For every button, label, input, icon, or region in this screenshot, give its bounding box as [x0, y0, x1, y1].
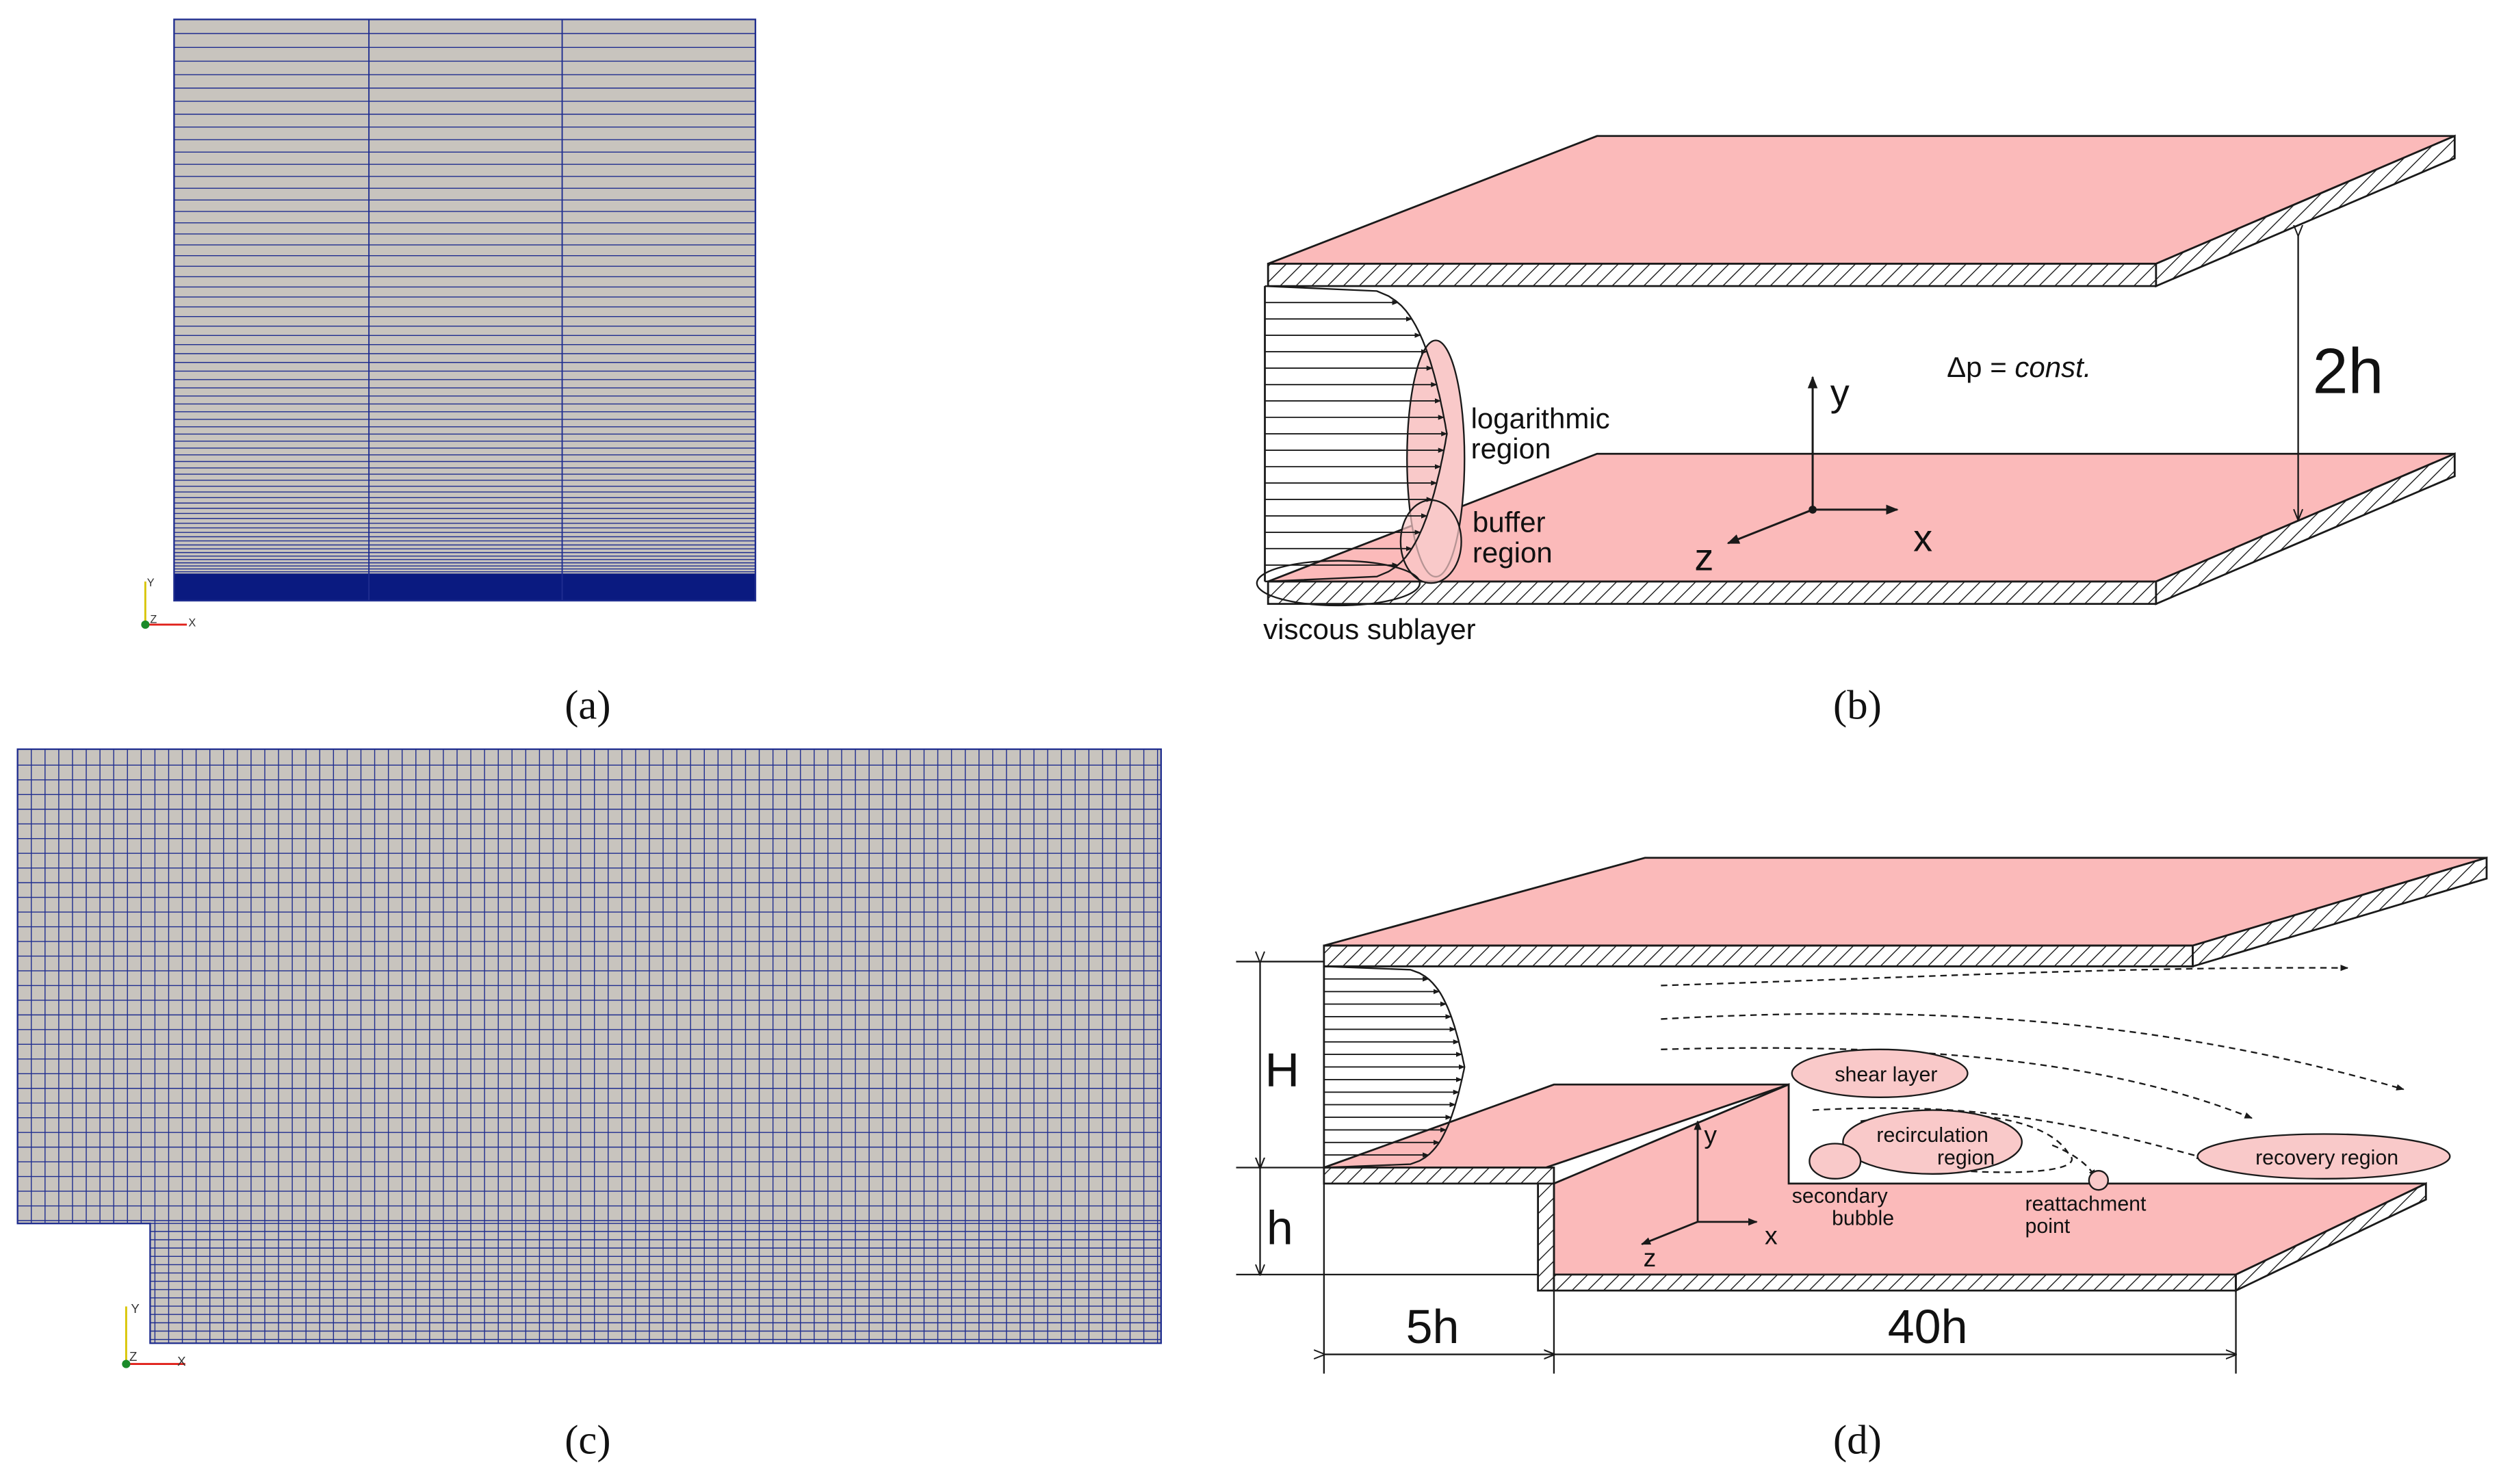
panel-c-mesh [16, 748, 1162, 1344]
shear-layer-ellipse [1791, 1048, 1969, 1098]
recirculation-region-ellipse [1842, 1109, 2023, 1175]
top-wall-front [1267, 263, 2157, 287]
top-plate [1267, 135, 2455, 265]
z-axis-label: z [1694, 536, 1713, 579]
panel-b-diagram: logarithmic region buffer region viscous… [1256, 134, 2456, 645]
y-axis-label: y [1704, 1120, 1717, 1149]
axes-d: y x z [1641, 1120, 1778, 1272]
logarithmic-label-2: region [1471, 432, 1551, 465]
pressure-label: Δp = const. [1947, 351, 2091, 383]
z-axis-arrow [1726, 508, 1813, 545]
viscous-sublayer-label: viscous sublayer [1263, 613, 1475, 645]
H-label: H [1265, 1043, 1300, 1096]
bottom-wall-side [2235, 1182, 2427, 1292]
reattachment-label: reattachment [2025, 1193, 2147, 1216]
panel-c-axis-triad: Y Z X [122, 1301, 186, 1368]
triad-z-label: Z [129, 1349, 137, 1364]
x-axis-label: x [1765, 1221, 1778, 1250]
triad-y-label: Y [131, 1301, 140, 1316]
buffer-label: buffer [1473, 506, 1546, 538]
x-axis-label: x [1913, 517, 1932, 560]
panel-a-mesh [173, 18, 757, 602]
top-wall-side [2192, 856, 2488, 968]
xyz-triad-icon [122, 1306, 185, 1368]
velocity-profile-b [1265, 285, 1448, 583]
triad-x-label: X [188, 616, 196, 629]
mesh-a-border [173, 18, 757, 602]
mesh-c-border [16, 748, 1162, 1344]
logarithmic-label: logarithmic [1471, 402, 1610, 434]
step-top-wall [1323, 1167, 1555, 1185]
buffer-label-2: region [1473, 536, 1553, 569]
mesh-a-background [174, 19, 755, 601]
secondary-bubble-label-2: bubble [1832, 1208, 1894, 1230]
dimension-lines [1236, 961, 2236, 1374]
40h-label: 40h [1888, 1300, 1968, 1353]
reattachment-label-2: point [2025, 1215, 2070, 1238]
step-face-wall [1537, 1182, 1555, 1292]
caption-c: (c) [565, 1417, 610, 1463]
axes-b: y x z [1694, 371, 1932, 578]
secondary-bubble-label: secondary [1792, 1185, 1889, 1208]
mesh-a-grid [174, 19, 755, 601]
recovery-region-ellipse [2197, 1133, 2451, 1180]
y-axis-label: y [1830, 371, 1850, 414]
velocity-profile-d [1323, 965, 1466, 1169]
panel-d-diagram: shear layer recirculation region recover… [1236, 856, 2488, 1374]
shear-layer-label: shear layer [1835, 1063, 1937, 1086]
top-wall-front [1323, 944, 2194, 967]
caption-d: (d) [1833, 1417, 1882, 1463]
secondary-bubble-ellipse [1809, 1143, 1862, 1180]
buffer-region-ellipse [1399, 499, 1462, 584]
viscous-sublayer-ellipse [1256, 560, 1421, 607]
panel-a-axis-triad: Y Z X [141, 577, 196, 629]
mesh-c-grid [17, 749, 1161, 1344]
xyz-triad-icon [141, 581, 187, 629]
height-label: 2h [2313, 335, 2384, 407]
z-axis-label: z [1644, 1243, 1657, 1272]
recirculation-label-2: region [1937, 1147, 1995, 1169]
caption-a: (a) [565, 683, 610, 729]
triad-z-label: Z [150, 614, 157, 626]
triad-x-label: X [177, 1354, 186, 1368]
z-axis-arrow [1641, 1221, 1698, 1245]
top-wall-side [2155, 134, 2456, 288]
bottom-wall-front [1553, 1273, 2237, 1292]
caption-b: (b) [1833, 683, 1882, 729]
triad-y-label: Y [147, 577, 155, 589]
h-label: h [1267, 1201, 1293, 1255]
recirculation-label: recirculation [1876, 1124, 1988, 1147]
mesh-dense-wall-layer [174, 573, 755, 601]
bottom-wall-side [2155, 452, 2456, 606]
bottom-wall-front [1267, 580, 2157, 606]
reattachment-point-marker [2088, 1170, 2110, 1191]
top-plate [1323, 857, 2487, 947]
5h-label: 5h [1406, 1300, 1460, 1353]
recovery-region-label: recovery region [2255, 1147, 2398, 1169]
